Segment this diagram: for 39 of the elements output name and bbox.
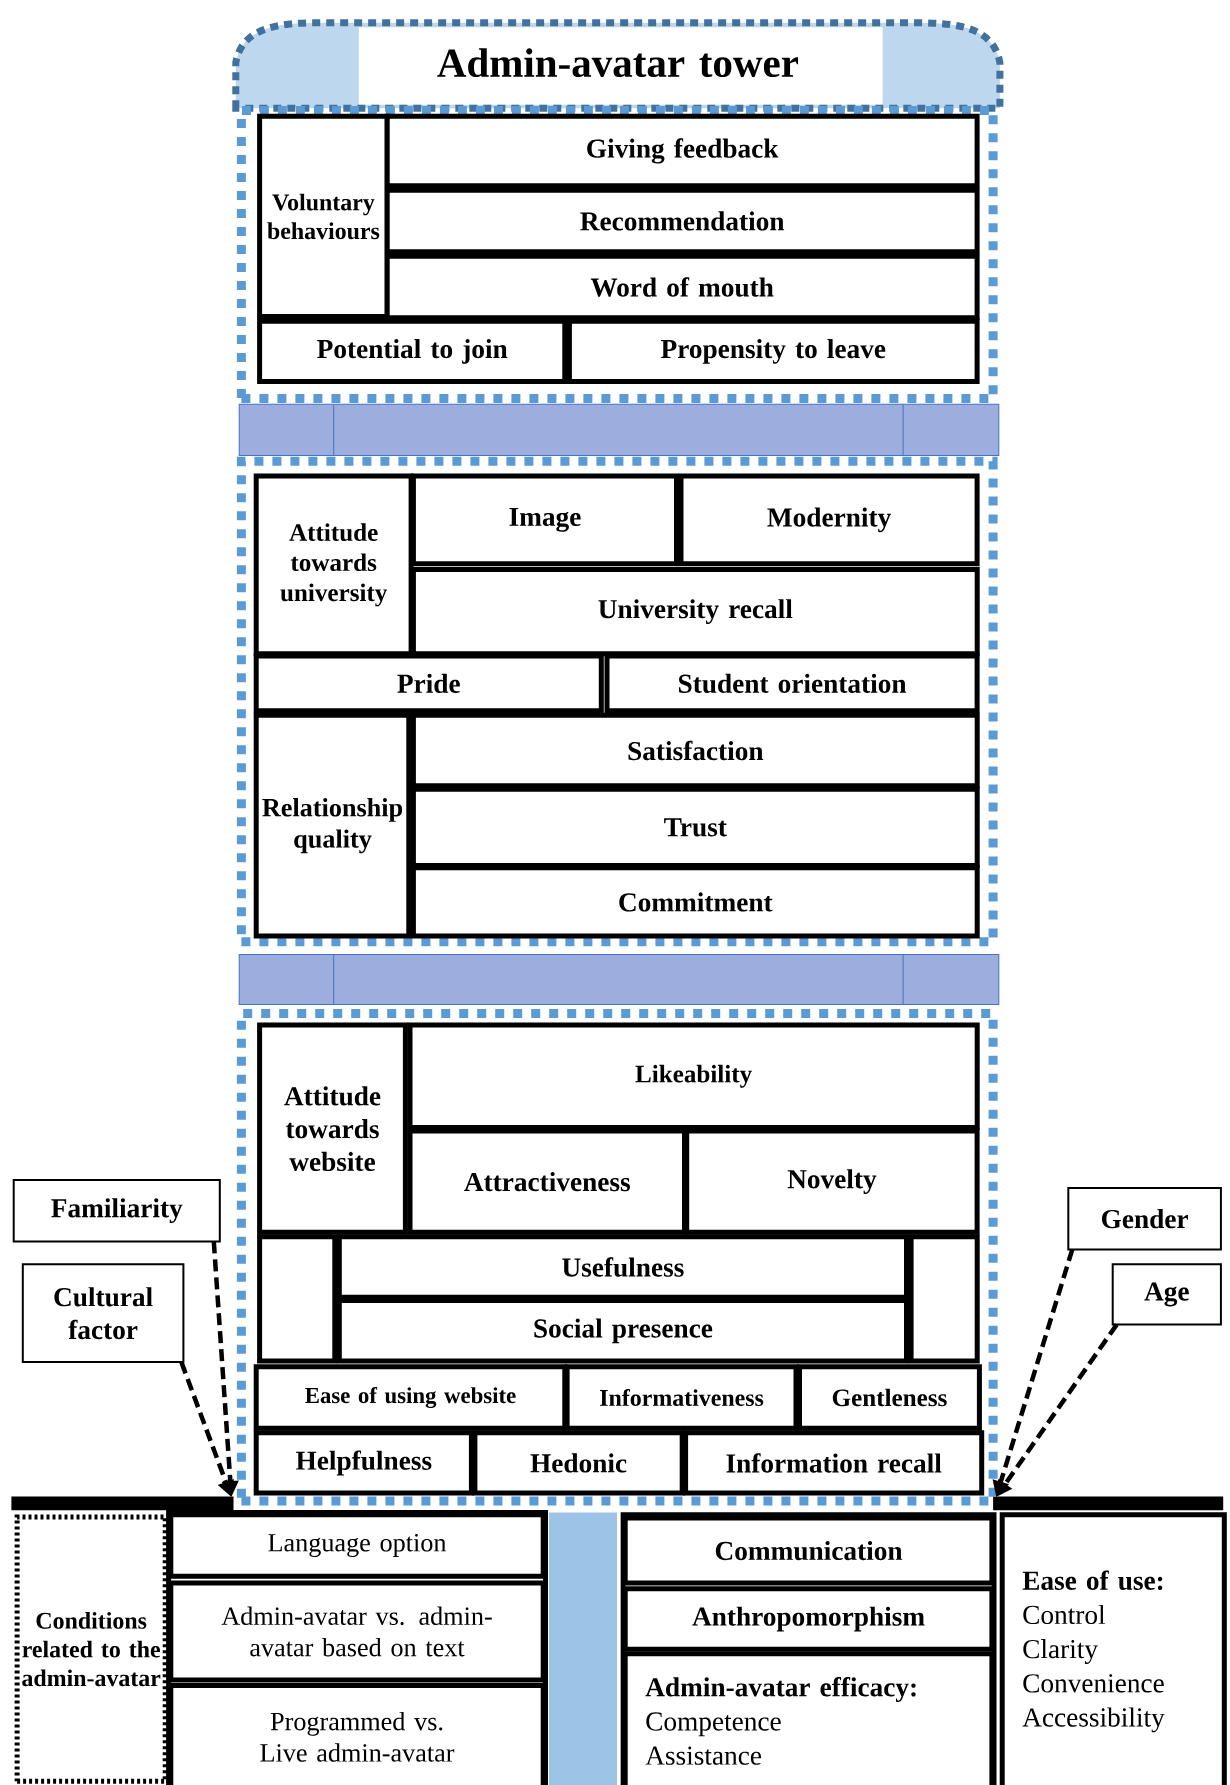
text-box: Gentleness bbox=[797, 1364, 982, 1431]
text-box: Programmed vs. Live admin-avatar bbox=[168, 1683, 546, 1785]
text-box: Giving feedback bbox=[384, 113, 980, 189]
text-box: Image bbox=[410, 473, 679, 567]
text-box: Admin-avatar vs. admin-avatar based on text bbox=[168, 1580, 546, 1683]
factor-box: Familiarity bbox=[12, 1178, 221, 1243]
text-box: Voluntary behaviours bbox=[257, 113, 390, 320]
roof-title: Admin-avatar tower bbox=[232, 19, 1004, 112]
text-box: Hedonic bbox=[472, 1430, 685, 1496]
dotted-section bbox=[236, 1009, 998, 1506]
text-box: Admin-avatar efficacy: Competence Assistance bbox=[622, 1651, 995, 1785]
text-box: Modernity bbox=[678, 473, 980, 567]
factor-box: Cultural factor bbox=[21, 1263, 185, 1364]
text-box: Attractiveness bbox=[407, 1128, 687, 1235]
text-box: Pride bbox=[253, 653, 604, 714]
text-box: Ease of use: Control Clarity Convenience Accessibility bbox=[999, 1512, 1227, 1785]
text-box: Attitude towards university bbox=[253, 473, 414, 657]
text-box: Communication bbox=[622, 1515, 995, 1586]
text-box: Helpfulness bbox=[253, 1430, 474, 1496]
column bbox=[548, 1512, 618, 1785]
text-box: Relationship quality bbox=[253, 712, 412, 939]
empty-box bbox=[908, 1234, 980, 1364]
text-box: Word of mouth bbox=[384, 253, 980, 321]
factor-box: Age bbox=[1111, 1263, 1222, 1326]
text-box: Anthropomorphism bbox=[622, 1586, 995, 1652]
text-box: Recommendation bbox=[384, 187, 980, 255]
empty-box bbox=[257, 1234, 338, 1364]
text-box: Potential to join bbox=[257, 318, 568, 385]
text-box: Informativeness bbox=[564, 1364, 799, 1431]
dotted-section bbox=[236, 456, 998, 947]
text-box: Propensity to leave bbox=[566, 318, 980, 385]
text-box: Information recall bbox=[683, 1430, 985, 1496]
dotted-section bbox=[236, 106, 998, 404]
text-box: Commitment bbox=[410, 865, 980, 939]
text-box: Trust bbox=[410, 786, 980, 868]
text-box: Student orientation bbox=[604, 653, 980, 714]
dotted-box: Conditions related to the admin-avatar bbox=[14, 1514, 168, 1784]
factor-box: Gender bbox=[1067, 1186, 1222, 1251]
text-box: Language option bbox=[168, 1512, 546, 1579]
